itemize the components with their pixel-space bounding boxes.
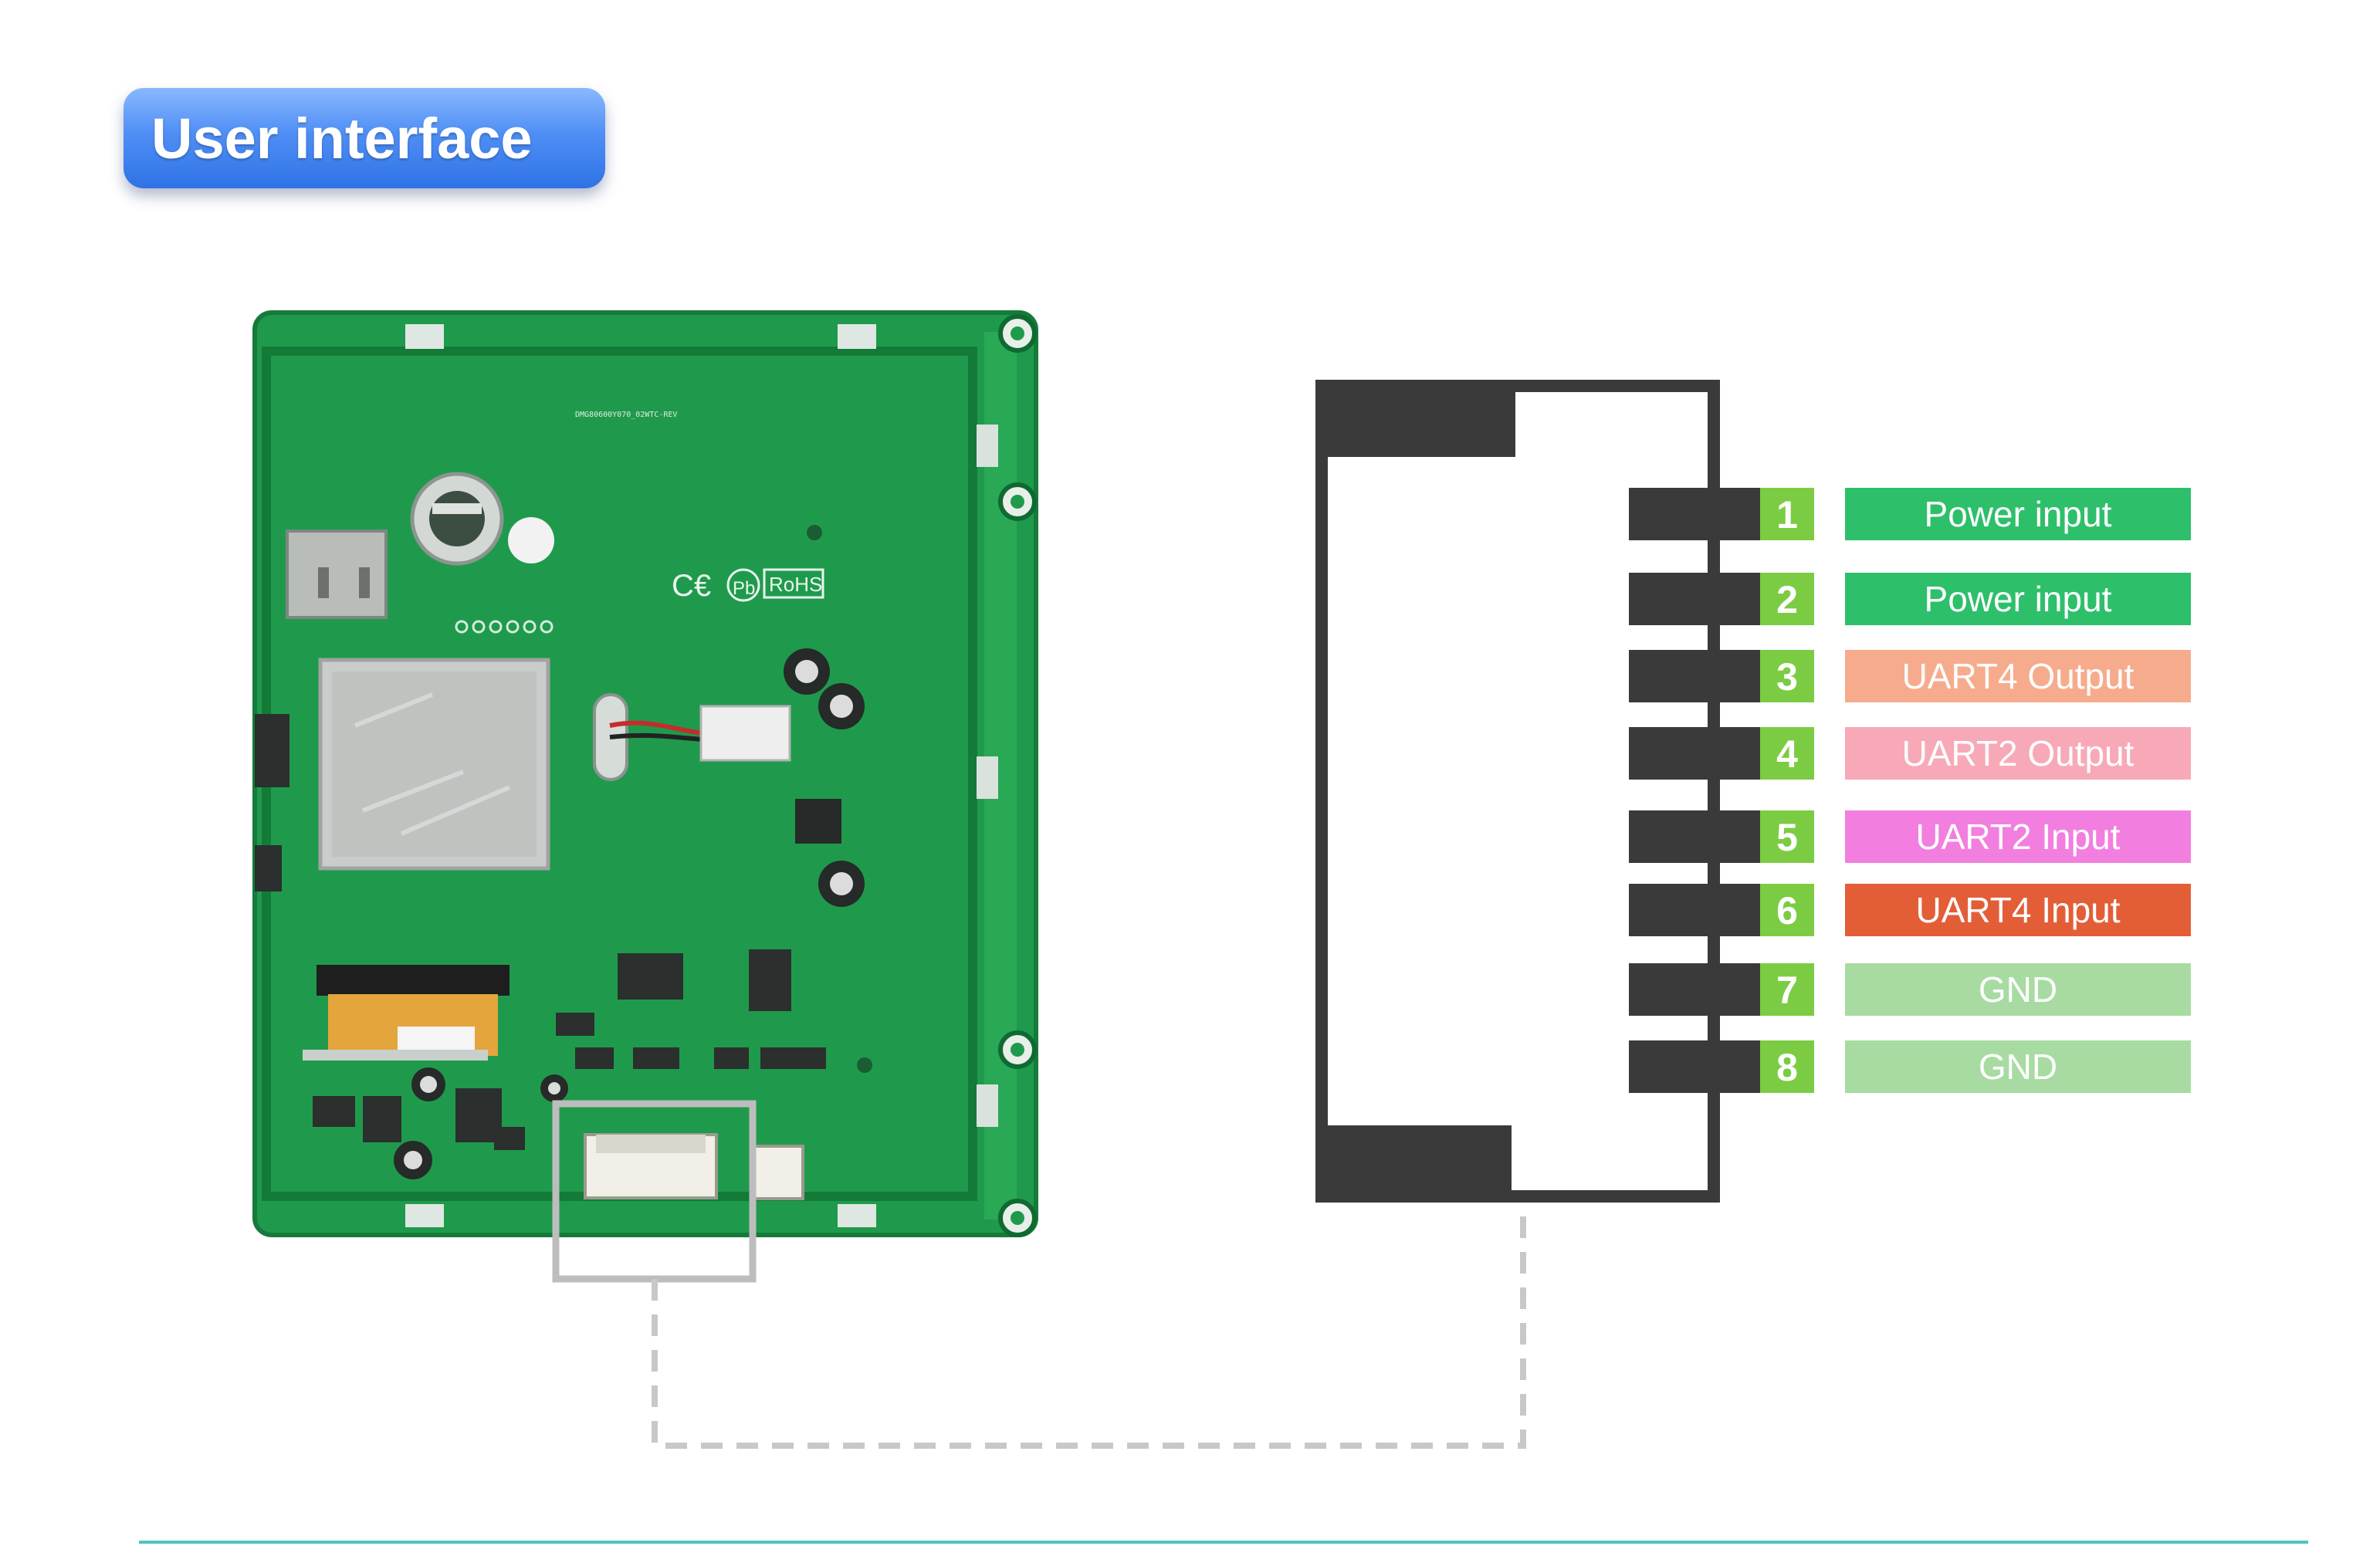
pin-label: UART2 Input bbox=[1915, 817, 2120, 857]
pin-row: 6 UART4 Input bbox=[1629, 884, 2191, 936]
pin-lead bbox=[1629, 810, 1764, 863]
user-connector bbox=[584, 1133, 718, 1199]
dashed-connector-line bbox=[652, 1202, 1526, 1449]
pin-number-badge bbox=[1760, 650, 1814, 702]
pin-number-badge bbox=[1760, 727, 1814, 780]
pin-row: 2 Power input bbox=[1629, 573, 2191, 625]
pin-row: 8 GND bbox=[1629, 1040, 2191, 1093]
pin-label-box bbox=[1845, 650, 2191, 702]
pin-number: 7 bbox=[1776, 969, 1798, 1012]
battery-icon bbox=[410, 472, 504, 566]
pin-lead bbox=[1629, 963, 1764, 1016]
connector-schematic bbox=[1315, 380, 1720, 1203]
pin-row: 7 GND bbox=[1629, 963, 2191, 1016]
sd-card-slot bbox=[286, 529, 388, 619]
svg-text:RoHS: RoHS bbox=[769, 573, 822, 596]
pin-label-box bbox=[1845, 884, 2191, 936]
pin-label: UART2 Output bbox=[1902, 733, 2135, 773]
pin-label-box bbox=[1845, 810, 2191, 863]
pin-number: 2 bbox=[1776, 578, 1798, 621]
pin-lead bbox=[1629, 884, 1764, 936]
pin-label-box bbox=[1845, 727, 2191, 780]
pin-number-badge bbox=[1760, 488, 1814, 540]
pin-label: GND bbox=[1979, 1047, 2057, 1087]
compliance-logos: C€ Pb RoHS bbox=[672, 568, 824, 603]
page-title: User interface bbox=[151, 106, 533, 171]
pin-row: 3 UART4 Output bbox=[1629, 650, 2191, 702]
title-badge: User interface bbox=[124, 88, 605, 188]
pin-lead bbox=[1629, 1040, 1764, 1093]
pin-lead bbox=[1629, 573, 1764, 625]
pin-label: Power input bbox=[1925, 579, 2112, 619]
pin-label-box bbox=[1845, 573, 2191, 625]
pin-number: 4 bbox=[1776, 732, 1798, 776]
pin-lead bbox=[1629, 650, 1764, 702]
pin-row: 4 UART2 Output bbox=[1629, 727, 2191, 780]
pin-number: 5 bbox=[1776, 816, 1798, 859]
pin-number: 3 bbox=[1776, 655, 1798, 699]
pin-label-box bbox=[1845, 963, 2191, 1016]
svg-text:DMG80600Y070_02WTC-REV: DMG80600Y070_02WTC-REV bbox=[575, 411, 677, 419]
pin-number: 6 bbox=[1776, 889, 1798, 932]
pin-label: GND bbox=[1979, 969, 2057, 1010]
pin-number-badge bbox=[1760, 573, 1814, 625]
svg-text:Pb: Pb bbox=[733, 578, 755, 599]
pin-number-badge bbox=[1760, 810, 1814, 863]
pin-label: UART4 Input bbox=[1915, 890, 2120, 930]
svg-text:C€: C€ bbox=[672, 569, 711, 603]
pin-label-box bbox=[1845, 488, 2191, 540]
pin-label: UART4 Output bbox=[1902, 656, 2135, 696]
fpc-connector bbox=[303, 965, 510, 1061]
pin-number: 8 bbox=[1776, 1046, 1798, 1089]
pcb-board: DMG80600Y070_02WTC-REV C€ Pb RoHS bbox=[252, 310, 1038, 1237]
pin-row: 5 UART2 Input bbox=[1629, 810, 2191, 863]
cpu-shield bbox=[318, 658, 550, 871]
pin-lead bbox=[1629, 727, 1764, 780]
pin-lead bbox=[1629, 488, 1764, 540]
pin-number-badge bbox=[1760, 1040, 1814, 1093]
pin-label-box bbox=[1845, 1040, 2191, 1093]
capacitor-icon bbox=[784, 648, 865, 907]
pin-row: 1 Power input bbox=[1629, 488, 2191, 540]
pin-number: 1 bbox=[1776, 493, 1798, 536]
pin-number-badge bbox=[1760, 884, 1814, 936]
pin-number-badge bbox=[1760, 963, 1814, 1016]
mounting-hole-icon bbox=[998, 314, 1037, 1237]
pin-label: Power input bbox=[1925, 494, 2112, 534]
